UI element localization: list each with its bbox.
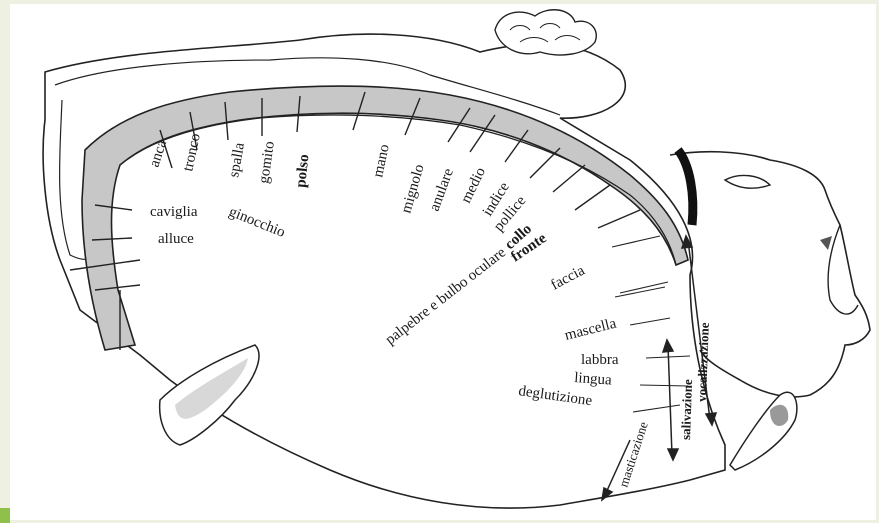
corner-accent: [0, 508, 10, 523]
label-labbra: labbra: [581, 352, 619, 368]
label-salivazione: salivazione: [678, 379, 695, 440]
label-alluce: alluce: [158, 231, 194, 247]
label-caviglia: caviglia: [150, 204, 198, 220]
label-lingua: lingua: [574, 370, 613, 389]
label-vocalizzazione: vocalizzazione: [694, 322, 712, 402]
